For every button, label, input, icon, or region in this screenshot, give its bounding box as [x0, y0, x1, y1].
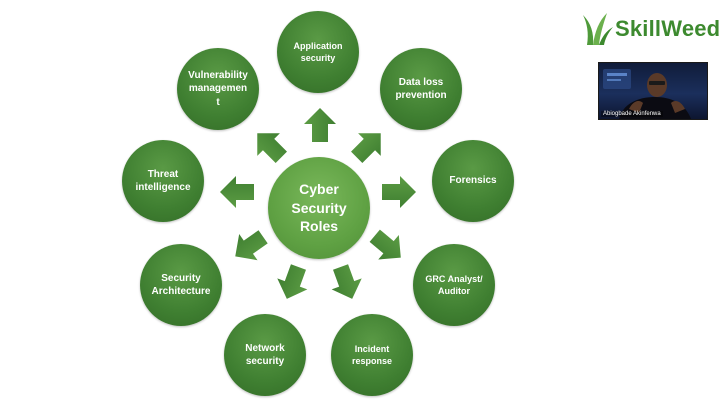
arrow-dataloss-icon — [351, 133, 381, 163]
role-data-loss-prevention: Data loss prevention — [380, 48, 462, 130]
skillweed-logo: SkillWeed — [583, 10, 720, 48]
role-security-architecture: Security Architecture — [140, 244, 222, 326]
role-label: Incident — [354, 343, 390, 354]
center-line2: Security — [291, 199, 347, 216]
role-label: t — [216, 96, 220, 108]
role-label: Threat — [147, 168, 179, 180]
grass-leaf-icon — [583, 13, 613, 45]
role-network-security: Network security — [224, 314, 306, 396]
arrow-grc-icon — [369, 229, 401, 260]
center-line3: Roles — [299, 218, 339, 235]
role-label: intelligence — [135, 182, 191, 193]
role-label: Application — [293, 40, 343, 51]
role-label: managemen — [188, 83, 248, 95]
arrow-threat-icon — [220, 176, 254, 208]
role-vulnerability-management: Vulnerability managemen t — [177, 48, 259, 130]
role-application-security: Application security — [277, 11, 359, 93]
arrow-network-icon — [277, 264, 308, 299]
role-label: Forensics — [449, 175, 497, 187]
role-threat-intelligence: Threat intelligence — [122, 140, 204, 222]
center-node: Cyber Security Roles — [268, 157, 370, 259]
arrow-vulnerability-icon — [257, 133, 287, 163]
role-label: Security — [161, 272, 201, 284]
role-label: security — [300, 53, 336, 63]
arrow-application-icon — [304, 108, 336, 142]
role-label: response — [351, 356, 393, 366]
role-grc-analyst-auditor: GRC Analyst/ Auditor — [413, 244, 495, 326]
role-label: Network — [245, 342, 285, 354]
role-label: Auditor — [438, 286, 470, 296]
role-forensics: Forensics — [432, 140, 514, 222]
role-label: Data loss — [398, 76, 444, 88]
role-label: Vulnerability — [188, 69, 248, 81]
role-label: security — [245, 356, 285, 367]
role-incident-response: Incident response — [331, 314, 413, 396]
presenter-name: Abiogbade Akinfenwa — [601, 111, 663, 117]
arrow-architecture-icon — [235, 230, 268, 261]
presenter-video[interactable]: Abiogbade Akinfenwa — [598, 62, 708, 120]
role-label: GRC Analyst/ — [425, 273, 483, 284]
role-label: prevention — [395, 90, 447, 101]
role-label: Architecture — [151, 286, 211, 297]
arrow-forensics-icon — [382, 176, 416, 208]
presenter-avatar-icon — [603, 69, 691, 119]
center-line1: Cyber — [299, 180, 339, 197]
logo-text: SkillWeed — [615, 16, 720, 41]
arrow-incident-icon — [331, 264, 362, 299]
